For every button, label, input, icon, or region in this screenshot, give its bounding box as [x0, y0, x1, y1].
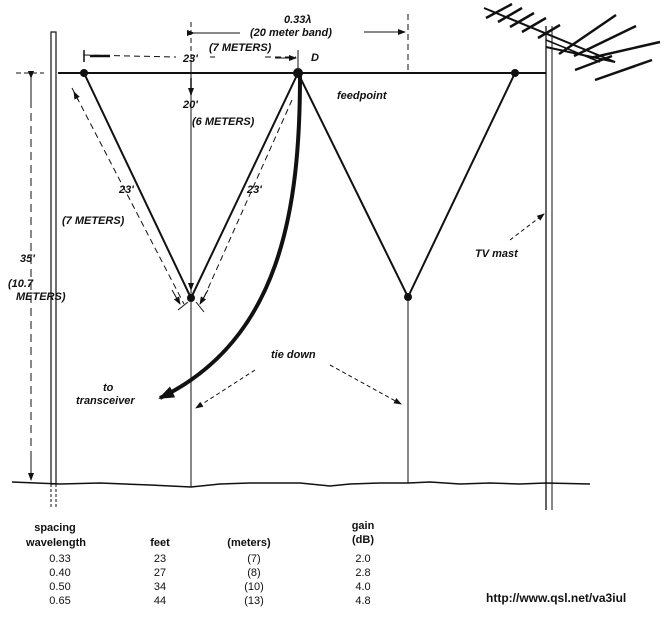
- table-row-3-gain: 4.0: [355, 581, 371, 593]
- table-row-2-feet: 27: [153, 567, 167, 579]
- spacing-band-label: (20 meter band): [250, 27, 332, 39]
- header-meters: (meters): [227, 537, 271, 549]
- ground-line: [11, 481, 591, 488]
- tie-down-arrows: [195, 364, 402, 409]
- source-url: http://www.qsl.net/va3iul: [486, 591, 627, 605]
- to-transceiver-label-2: transceiver: [76, 395, 135, 407]
- feedline: [158, 75, 302, 400]
- header-feet: feet: [150, 537, 170, 549]
- mast-base-marks: [50, 484, 553, 510]
- tv-mast-pointer: [509, 213, 545, 241]
- left-support-pole: [50, 31, 57, 485]
- left-leg-feet-label: 23': [119, 184, 134, 196]
- table-row-4-feet: 44: [153, 595, 167, 607]
- table-row-2-meters: (8): [247, 567, 261, 579]
- left-leg-meters-label: (7 METERS): [62, 215, 125, 227]
- table-row-1-gain: 2.0: [355, 553, 371, 565]
- table-row-1-meters: (7): [247, 553, 261, 565]
- height-meters-label-2: METERS): [16, 291, 66, 303]
- header-spacing-2: wavelength: [26, 537, 86, 549]
- dimension-legs: [71, 87, 293, 305]
- antenna-junctions: [80, 68, 519, 302]
- dimension-spacing: [187, 22, 406, 73]
- height-feet-label: 35': [20, 253, 35, 265]
- table-row-1-feet: 23: [153, 553, 167, 565]
- feedpoint-label: feedpoint: [337, 90, 387, 102]
- height-meters-label-1: (10.7: [8, 278, 34, 290]
- header-gain-1: gain: [351, 520, 375, 532]
- table-row-2-gain: 2.8: [355, 567, 371, 579]
- table-row-3-meters: (10): [244, 581, 264, 593]
- right-leg-feet-label: 23': [247, 184, 262, 196]
- drop-meters-label: (6 METERS): [192, 116, 255, 128]
- header-spacing-1: spacing: [34, 522, 76, 534]
- table-row-4-gain: 4.8: [355, 595, 371, 607]
- table-row-3-spacing: 0.50: [49, 581, 71, 593]
- table-row-1-spacing: 0.33: [49, 553, 71, 565]
- top-span-meters-label: (7 METERS): [209, 42, 272, 54]
- drop-feet-label: 20': [183, 99, 198, 111]
- header-gain-2: (dB): [352, 534, 374, 546]
- table-row-4-meters: (13): [244, 595, 264, 607]
- top-span-feet-label: 23': [183, 53, 198, 65]
- tie-down-label: tie down: [271, 349, 316, 361]
- table-row-2-spacing: 0.40: [49, 567, 71, 579]
- table-row-4-spacing: 0.65: [49, 595, 71, 607]
- tv-mast: [545, 26, 553, 510]
- point-d-label: D: [311, 52, 319, 64]
- spacing-wavelength-label: 0.33λ: [284, 14, 312, 26]
- tv-antenna-icon: [483, 2, 661, 82]
- tv-mast-label: TV mast: [475, 248, 518, 260]
- dimension-height: [16, 71, 44, 481]
- table-row-3-feet: 34: [153, 581, 167, 593]
- to-transceiver-label-1: to: [103, 382, 114, 394]
